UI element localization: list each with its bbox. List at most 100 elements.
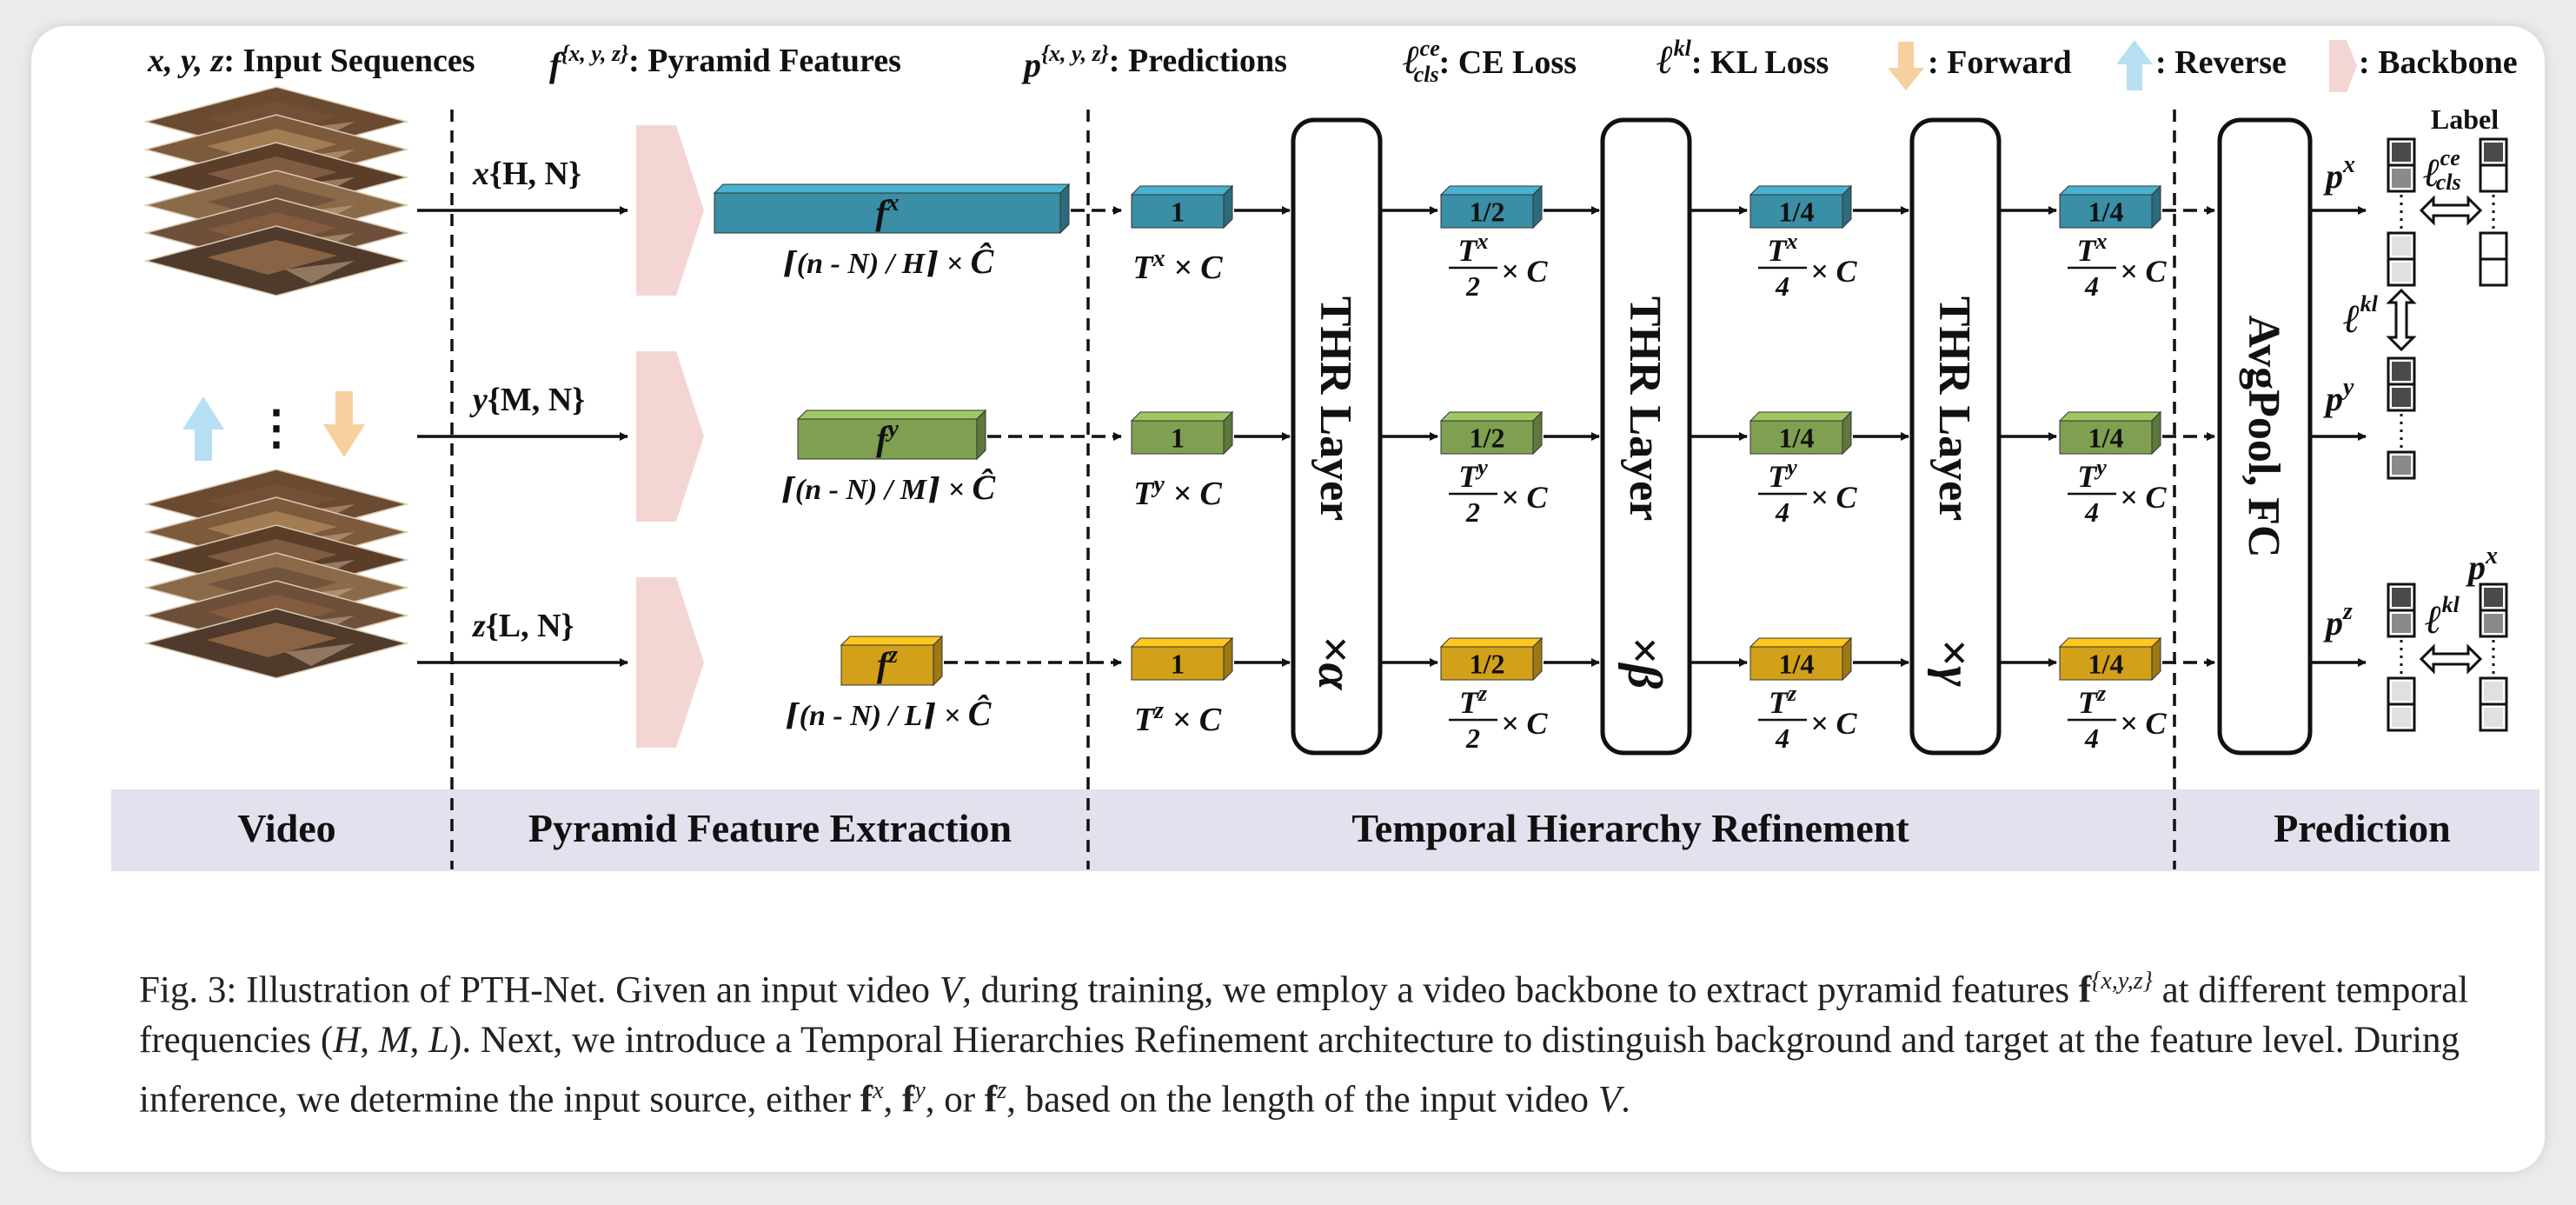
scale-box-z-0: 1 bbox=[1130, 636, 1234, 682]
section-bar bbox=[111, 789, 2539, 871]
figure-card: x, y, z: Input Sequences f{x, y, z}: Pyr… bbox=[31, 26, 2545, 1172]
svg-text:× C: × C bbox=[2120, 706, 2168, 741]
avgpool-fc-head: AvgPool, FC bbox=[2217, 117, 2313, 756]
svg-text:× C: × C bbox=[1810, 254, 1858, 289]
svg-text:4: 4 bbox=[2084, 496, 2099, 528]
reverse-arrow-icon bbox=[183, 396, 224, 461]
scale-box-x-2: 1/4 bbox=[1749, 184, 1853, 230]
thr-layer-label: THR Layer bbox=[1929, 296, 1979, 522]
svg-text:Tz: Tz bbox=[1769, 681, 1797, 720]
scale-box-z-1: 1/2 bbox=[1439, 636, 1544, 682]
legend-backbone: : Backbone bbox=[2359, 44, 2518, 81]
legend-features: f{x, y, z}: Pyramid Features bbox=[549, 41, 901, 84]
scale-box-y-1-label: 1/2 bbox=[1470, 423, 1505, 454]
svg-text:4: 4 bbox=[1775, 496, 1789, 528]
svg-text:Ty: Ty bbox=[2077, 455, 2107, 494]
forward-arrow-icon bbox=[1888, 42, 1924, 90]
legend: x, y, z: Input Sequences f{x, y, z}: Pyr… bbox=[147, 36, 2518, 92]
section-temporal-hierarchy-refinement: Temporal Hierarchy Refinement bbox=[1351, 806, 1909, 850]
thr-layer-3: THR Layer×γ bbox=[1909, 117, 2002, 756]
svg-text:× C: × C bbox=[1501, 706, 1549, 741]
feature-block-z bbox=[840, 635, 944, 687]
video-frame bbox=[143, 608, 409, 679]
svg-text:× C: × C bbox=[2120, 480, 2168, 515]
scale-box-y-0-label: 1 bbox=[1171, 423, 1185, 454]
kl-loss-label-2: ℓkl bbox=[2425, 592, 2460, 642]
feature-formula-x: ⌈(n - N) / H⌉ × Ĉ bbox=[783, 242, 995, 281]
pred-label-z: pz bbox=[2323, 598, 2353, 642]
scale-box-z-3: 1/4 bbox=[2058, 636, 2162, 682]
scale-box-y-0: 1 bbox=[1130, 410, 1234, 456]
scale-box-y-3-label: 1/4 bbox=[2088, 423, 2124, 454]
pred-col-z bbox=[2387, 583, 2416, 732]
svg-text:2: 2 bbox=[1465, 496, 1480, 528]
temporal-dim-x-2: Tx4× C bbox=[1758, 229, 1858, 302]
svg-text:× C: × C bbox=[2120, 254, 2168, 289]
temporal-dim-z-3: Tz4× C bbox=[2068, 681, 2168, 754]
section-video: Video bbox=[237, 806, 335, 850]
input-label-x: x{H, N} bbox=[472, 156, 581, 192]
kl-loss-label-1: ℓkl bbox=[2343, 291, 2379, 341]
feature-block-y-label: fy bbox=[876, 416, 899, 458]
pred-col-x-ref bbox=[2479, 583, 2508, 732]
scale-box-y-2: 1/4 bbox=[1749, 410, 1853, 456]
scale-box-x-3: 1/4 bbox=[2058, 184, 2162, 230]
svg-text:4: 4 bbox=[1775, 270, 1789, 302]
scale-box-x-1-label: 1/2 bbox=[1470, 196, 1505, 228]
legend-kl-loss: ℓkl: KL Loss bbox=[1656, 36, 1829, 82]
thr-layer-multiplier: ×α bbox=[1308, 636, 1362, 691]
svg-text:Tz: Tz bbox=[2078, 681, 2107, 720]
pred-label-x-ref: px bbox=[2466, 543, 2498, 587]
legend-predictions: p{x, y, z}: Predictions bbox=[1021, 41, 1287, 84]
thr-layer-label: THR Layer bbox=[1620, 296, 1670, 522]
temporal-dim-z-0: Tz × C bbox=[1134, 697, 1222, 738]
svg-text:2: 2 bbox=[1465, 270, 1480, 302]
pred-col-y bbox=[2387, 356, 2416, 480]
svg-text:2: 2 bbox=[1465, 722, 1480, 754]
svg-text:× C: × C bbox=[1501, 480, 1549, 515]
input-label-z: z{L, N} bbox=[471, 608, 574, 644]
kl-loss-arrow-horizontal bbox=[2419, 643, 2483, 675]
input-label-y: y{M, N} bbox=[469, 382, 585, 418]
scale-box-z-3-label: 1/4 bbox=[2088, 649, 2124, 680]
scale-box-z-1-label: 1/2 bbox=[1470, 649, 1505, 680]
thr-layer-2: THR Layer ×β bbox=[1600, 117, 1692, 756]
backbone-z bbox=[636, 577, 704, 748]
temporal-dim-y-2: Ty4× C bbox=[1758, 455, 1858, 528]
temporal-dim-x-1: Tx2 × C bbox=[1449, 229, 1549, 302]
thr-layers: THR Layer ×α THR Layer ×β THR Layer×γ bbox=[1291, 117, 2002, 756]
svg-text:× C: × C bbox=[1501, 254, 1549, 289]
svg-text:Ty: Ty bbox=[1458, 455, 1488, 494]
label-col bbox=[2479, 137, 2508, 287]
temporal-dim-x-3: Tx4× C bbox=[2068, 229, 2168, 302]
feature-block-z-label: fz bbox=[877, 642, 898, 684]
scale-box-y-1: 1/2 bbox=[1439, 410, 1544, 456]
backbone-y bbox=[636, 351, 704, 522]
svg-text:4: 4 bbox=[1775, 722, 1789, 754]
svg-text:Tz: Tz bbox=[1459, 681, 1488, 720]
svg-text:Tx: Tx bbox=[1458, 229, 1489, 268]
scale-box-z-2-label: 1/4 bbox=[1779, 649, 1815, 680]
frames-ellipsis: ⋮ bbox=[253, 402, 300, 454]
scale-box-x-0: 1 bbox=[1130, 184, 1234, 230]
pred-col-x bbox=[2387, 137, 2416, 287]
scale-box-x-2-label: 1/4 bbox=[1779, 196, 1815, 228]
feature-block-x-label: fx bbox=[875, 190, 899, 232]
section-pyramid-feature-extraction: Pyramid Feature Extraction bbox=[528, 806, 1012, 850]
scale-box-x-1: 1/2 bbox=[1439, 184, 1544, 230]
section-dividers bbox=[450, 110, 2176, 869]
temporal-dim-x-0: Tx × C bbox=[1132, 245, 1223, 286]
thr-layer-multiplier: ×β bbox=[1617, 636, 1671, 689]
pred-label-x: px bbox=[2323, 151, 2355, 196]
feature-formula-z: ⌈(n - N) / L⌉ × Ĉ bbox=[786, 694, 993, 733]
figure-caption: Fig. 3: Illustration of PTH-Net. Given a… bbox=[139, 968, 2469, 1121]
forward-arrow-icon bbox=[323, 391, 365, 457]
scale-box-y-2-label: 1/4 bbox=[1779, 423, 1815, 454]
temporal-dim-z-1: Tz2 × C bbox=[1449, 681, 1549, 754]
